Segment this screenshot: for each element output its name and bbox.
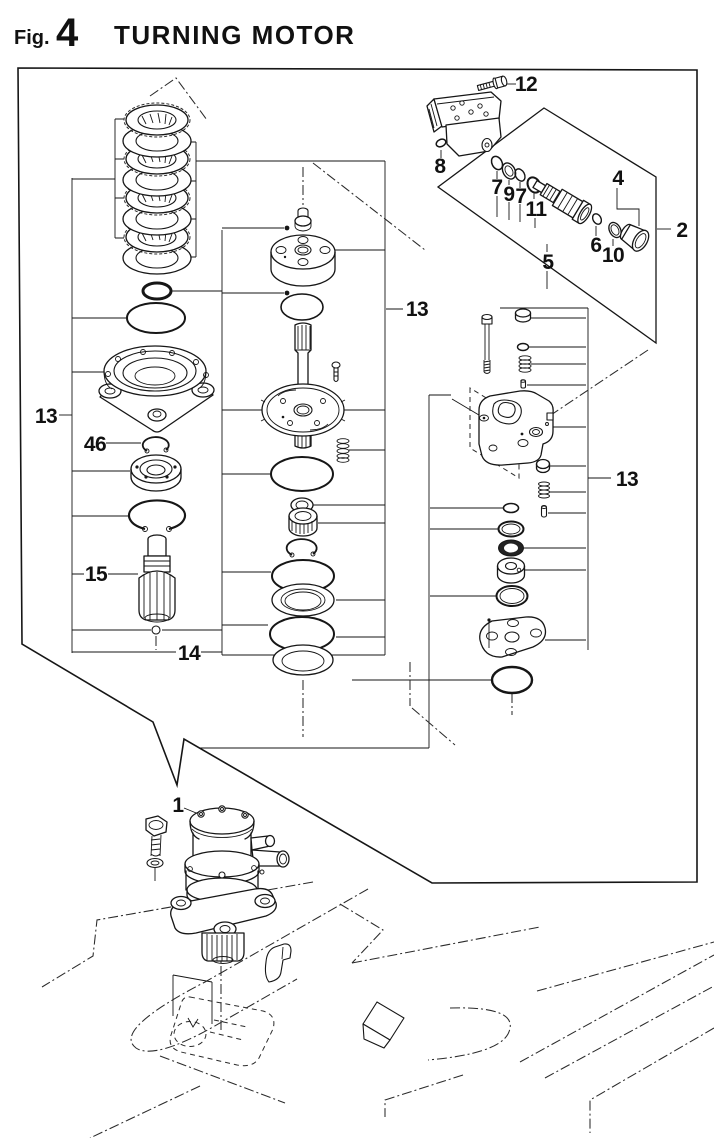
chassis-hook-bracket: [264, 943, 292, 983]
long-socket-bolt: [481, 313, 493, 374]
right-column-parts: [478, 308, 554, 695]
callout-7a: 7: [491, 176, 502, 199]
motor-head-housing: [478, 390, 554, 466]
chassis-wedge-block: [362, 1001, 405, 1049]
ball-bearing: [130, 454, 182, 492]
ring-medium-right: [497, 520, 525, 538]
seal-7a: [490, 155, 504, 171]
plug-right: [535, 458, 551, 474]
flange-housing: [98, 345, 215, 433]
callout-13-top: 13: [406, 298, 428, 321]
callout-9: 9: [503, 183, 514, 206]
spring-right-1: [518, 355, 532, 373]
port-plug-cap: [294, 207, 312, 232]
friction-disc-stack: [122, 102, 192, 275]
oring-large: [126, 302, 186, 334]
oring-bottom-right: [490, 665, 534, 695]
snap-ring-46: [141, 436, 170, 454]
assembled-turning-motor: [145, 805, 290, 964]
oring-mid: [280, 293, 324, 321]
group-13-right-box: [200, 307, 611, 749]
callout-5: 5: [542, 251, 554, 274]
center-column-parts: [260, 207, 350, 676]
motor-pinion: [201, 932, 245, 964]
valve-plate: [260, 383, 346, 437]
seal-9: [501, 162, 517, 180]
seal-7b: [514, 168, 526, 182]
piston-cup-1: [271, 583, 335, 617]
oring-small-thick: [141, 281, 173, 301]
page-title: TURNING MOTOR: [114, 20, 355, 50]
piston-cup-2: [272, 644, 334, 676]
figure-label: Fig.: [14, 27, 50, 49]
callout-13-left: 13: [35, 405, 57, 428]
construction-centerlines: [149, 77, 649, 746]
oring-tiny-right: [516, 342, 530, 352]
pin-right-1: [520, 379, 527, 389]
end-cover-cylinder: [270, 234, 336, 287]
steel-ball: [151, 625, 161, 635]
side-ports: [250, 834, 290, 875]
callout-7b: 7: [515, 185, 526, 208]
callout-15: 15: [85, 563, 108, 586]
pin-right-2: [540, 505, 548, 518]
cover-plate: [479, 616, 547, 658]
callout-11: 11: [525, 198, 547, 221]
callout-1: 1: [172, 794, 184, 817]
bolt-12: [476, 75, 508, 91]
oring-large-center: [270, 456, 334, 492]
outer-boundary: [17, 67, 698, 884]
centerline-arrow: [187, 1017, 199, 1028]
figure-number: 4: [56, 11, 79, 55]
callout-10: 10: [602, 244, 624, 267]
needle-bearing: [288, 507, 318, 537]
collar-bushing: [496, 557, 526, 584]
mounting-bolt: [145, 815, 168, 881]
oring-small-right: [502, 502, 520, 514]
callout-labels: 12 8 7 9 7 11 4 5 6 10 2 13 13 46 15 14 …: [35, 73, 688, 817]
small-screw: [331, 361, 341, 383]
chassis-gear-boss-hidden: [169, 996, 275, 1067]
left-column-parts: [98, 281, 215, 635]
chassis-phantom: [41, 881, 714, 1138]
disc-toothed-1: [123, 102, 191, 138]
cover-bolts: [197, 805, 249, 819]
end-plug-2: [619, 223, 650, 252]
title-block: Fig. 4 TURNING MOTOR: [14, 11, 355, 55]
callout-6: 6: [590, 234, 601, 257]
washer-bolt: [146, 857, 164, 869]
oring-right-large: [495, 585, 529, 607]
callout-4: 4: [612, 167, 624, 190]
cap-plug-small: [514, 308, 532, 323]
seal-ring-dark: [498, 539, 524, 557]
circlip-large: [127, 499, 187, 532]
ring-10: [608, 221, 622, 239]
snap-ring-center: [285, 538, 318, 558]
spring-right-2: [538, 481, 550, 499]
callout-2: 2: [676, 219, 687, 242]
valve-housing-block: [426, 91, 502, 157]
callout-14: 14: [178, 642, 201, 665]
callout-12: 12: [515, 73, 537, 96]
group-13-left-bracket: [59, 118, 385, 653]
spring-center: [336, 438, 350, 463]
callout-13-right: 13: [616, 468, 638, 491]
oring-8: [435, 138, 447, 148]
group-2-valve-box: [436, 83, 671, 345]
callout-46: 46: [84, 433, 106, 456]
callout-8: 8: [434, 155, 446, 178]
pinion-shaft-15: [138, 534, 176, 623]
valve-subassembly: [426, 75, 650, 252]
valve-spool: [532, 179, 593, 225]
oring-6: [591, 213, 603, 225]
